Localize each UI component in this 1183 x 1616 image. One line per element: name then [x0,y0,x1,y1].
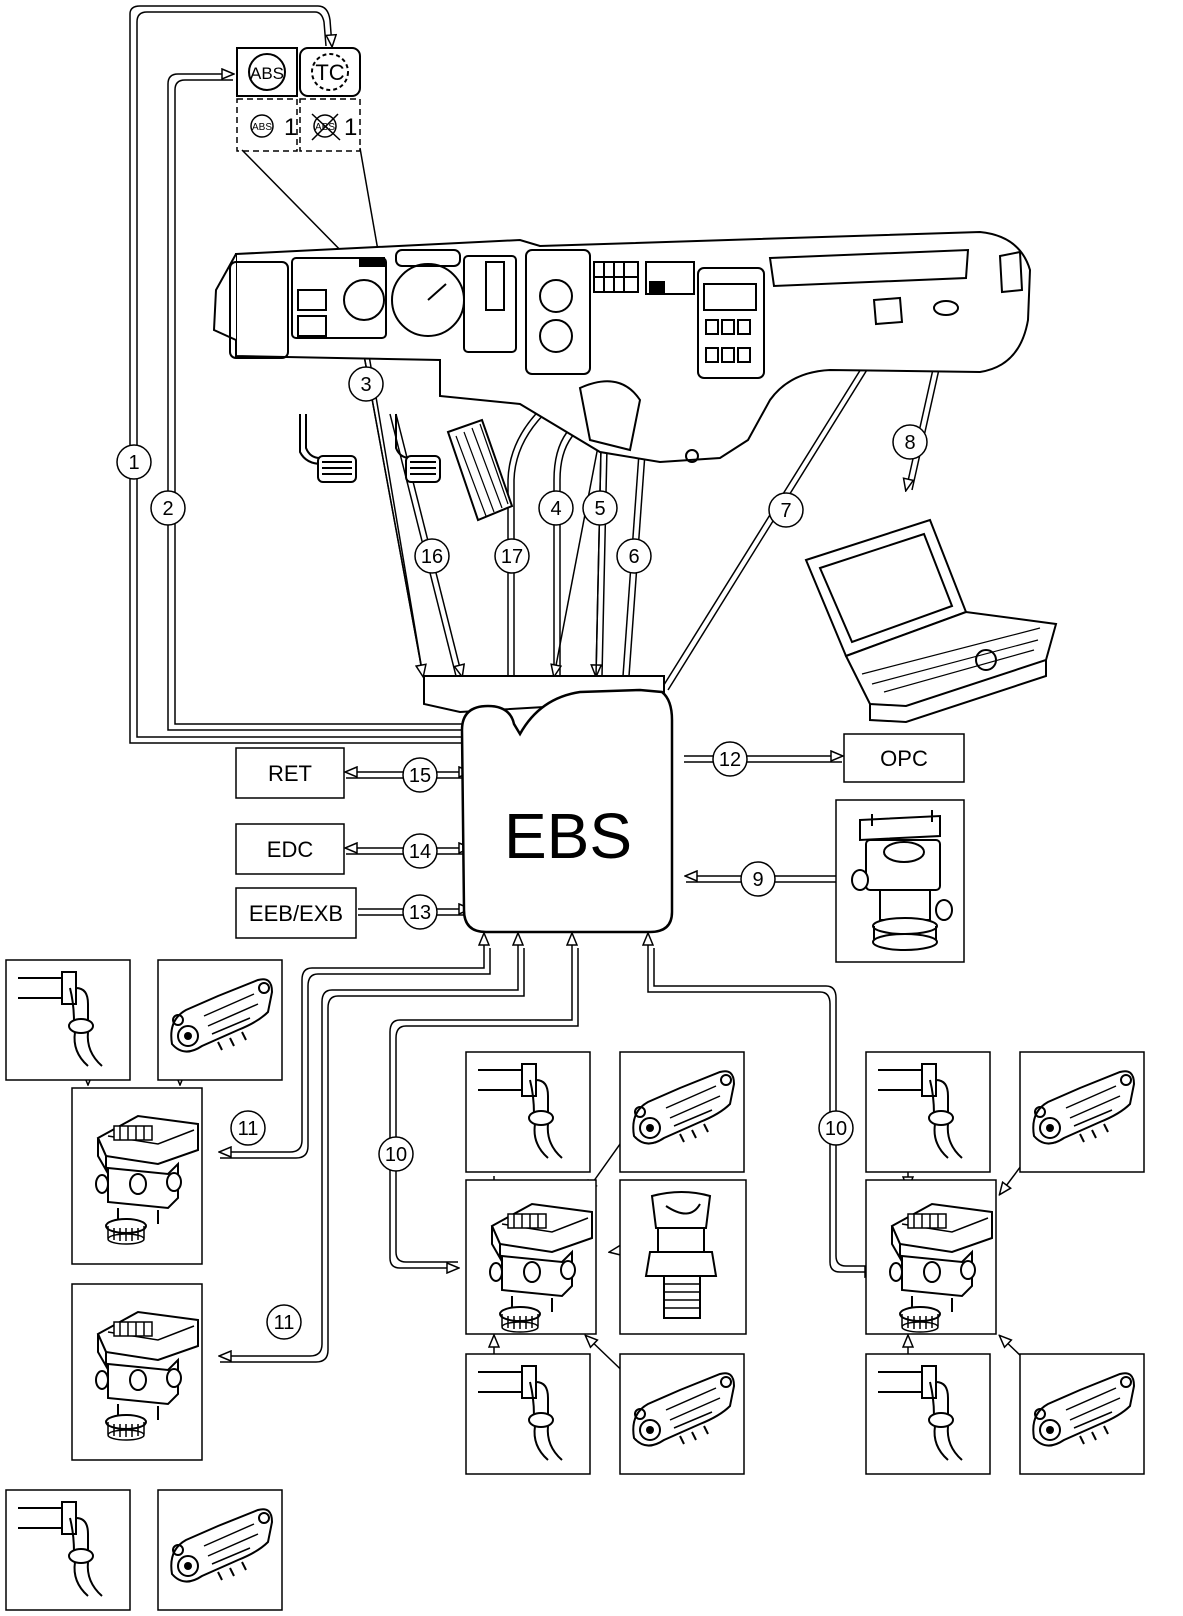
callout-9: 9 [752,869,763,891]
callout-10-left: 10 [385,1144,407,1166]
wheel-speed-sensor-icon [465,1353,591,1475]
modulator-valve-icon [71,1283,203,1461]
edc-label: EDC [267,837,314,862]
brake-pedal-icon [299,414,441,483]
callout-4: 4 [550,498,561,520]
brake-pad-wear-sensor-icon [157,1489,283,1611]
tc-lamp-label: TC [315,60,344,85]
dashboard-icon [212,230,1032,464]
modulator-valve-icon [865,1179,997,1335]
callout-3: 3 [360,374,371,396]
trailer-control-valve-icon [835,799,965,963]
callout-11-upper: 11 [238,1118,259,1140]
diagnostic-connector-icon [872,296,904,326]
edc-box [235,823,345,875]
wheel-speed-sensor-icon [865,1051,991,1173]
ebs-control-unit [423,675,674,934]
eeb-exb-label: EEB/EXB [249,901,343,926]
callout-1: 1 [128,452,139,474]
warning-lamps [236,47,361,152]
callout-17: 17 [501,546,523,568]
callout-13: 13 [409,902,431,924]
eeb-exb-box [235,887,357,939]
lamp-count-right: 1 [344,114,357,141]
callout-12: 12 [719,749,741,771]
callout-7: 7 [780,500,791,522]
brake-pad-wear-sensor-icon [1019,1353,1145,1475]
lamp-count-left: 1 [284,114,297,141]
brake-pad-wear-sensor-icon [157,959,283,1081]
callout-10-right: 10 [825,1118,847,1140]
callout-14: 14 [409,841,431,863]
callout-16: 16 [421,546,443,568]
modulator-valve-icon [465,1179,597,1335]
modulator-valve-icon [71,1087,203,1265]
callout-8: 8 [904,432,915,454]
wheel-speed-sensor-icon [5,1489,131,1611]
accelerator-pedal-icon [446,418,514,522]
opc-label: OPC [880,746,928,771]
abs-lamp-label: ABS [250,64,284,83]
brake-pad-wear-sensor-icon [619,1051,745,1173]
opc-box [843,733,965,783]
callout-11-lower: 11 [274,1312,295,1334]
wheel-speed-sensor-icon [465,1051,591,1173]
callout-6: 6 [628,546,639,568]
pressure-sensor-icon [619,1179,747,1335]
ebs-label: EBS [504,800,632,872]
callout-15: 15 [409,765,431,787]
callout-2: 2 [162,498,173,520]
wheel-speed-sensor-icon [5,959,131,1081]
abs-lamp-small-label: ABS [252,122,272,133]
ret-box [235,747,345,799]
brake-pad-wear-sensor-icon [619,1353,745,1475]
laptop-icon [804,518,1058,724]
brake-pad-wear-sensor-icon [1019,1051,1145,1173]
callout-5: 5 [594,498,605,520]
ret-label: RET [268,761,312,786]
wheel-speed-sensor-icon [865,1353,991,1475]
abs-crossed-lamp-label: ABS [315,122,335,133]
